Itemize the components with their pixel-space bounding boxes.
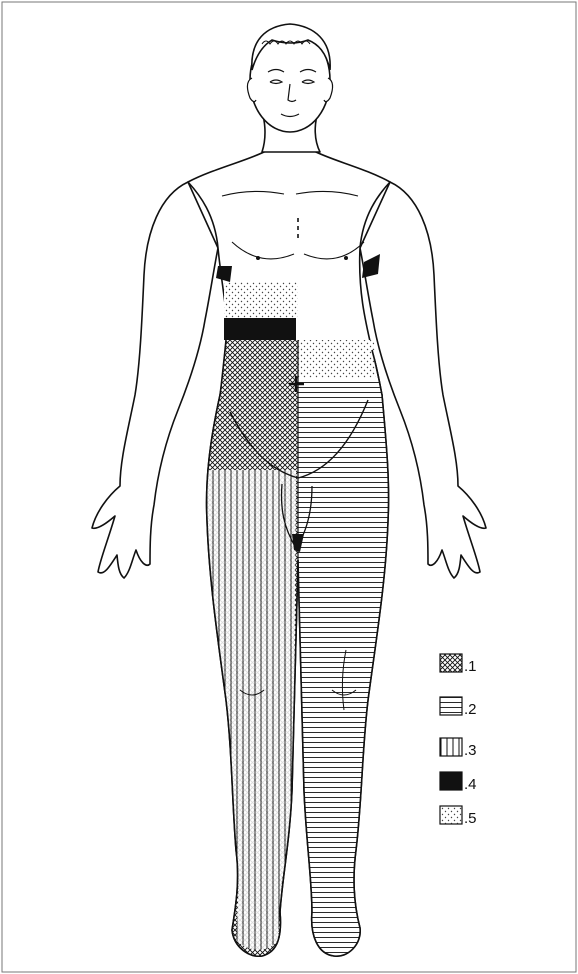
- legend-item-1: .1: [440, 654, 477, 675]
- right-nipple: [344, 256, 348, 260]
- legend-item-2: .2: [440, 697, 477, 718]
- legend-swatch-vertical: [440, 738, 462, 756]
- legend-item-3: .3: [440, 738, 477, 759]
- solid-band: [224, 318, 296, 340]
- legend-item-4: .4: [440, 772, 477, 793]
- legend-swatch-crosshatch: [440, 654, 462, 672]
- legend-label-5: .5: [464, 810, 477, 827]
- legend-item-5: .5: [440, 806, 477, 827]
- legend: .1 .2 .3 .4 .5: [440, 654, 477, 827]
- legend-swatch-stipple: [440, 806, 462, 824]
- left-nipple: [256, 256, 260, 260]
- legend-label-3: .3: [464, 742, 477, 759]
- left-axilla-band: [216, 266, 232, 282]
- legend-swatch-horizontal: [440, 697, 462, 715]
- stipple-region-left: [224, 282, 298, 318]
- legend-label-2: .2: [464, 701, 477, 718]
- legend-swatch-solid: [440, 772, 462, 790]
- legend-label-4: .4: [464, 776, 477, 793]
- stipple-region-right: [298, 340, 376, 378]
- legend-label-1: .1: [464, 658, 477, 675]
- left-arm: [92, 182, 218, 578]
